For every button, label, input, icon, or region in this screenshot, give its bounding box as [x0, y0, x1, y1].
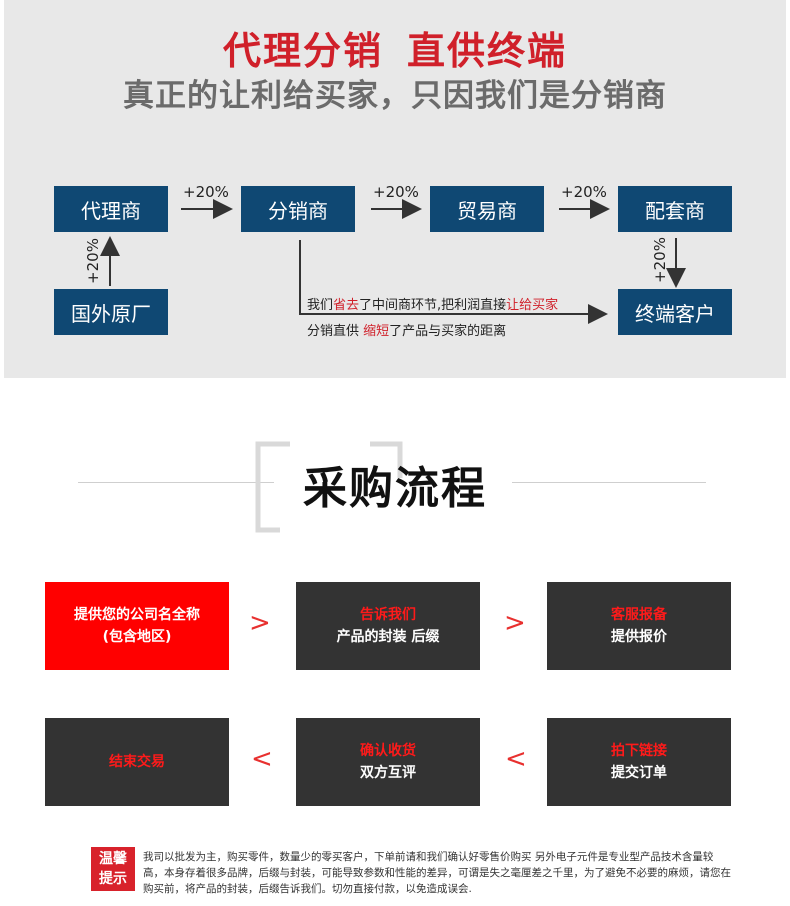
note-saving: 我们省去了中间商环节,把利润直接让给买家 [307, 294, 558, 313]
section-title: 采购流程 [303, 463, 487, 514]
flow-connectors [100, 199, 686, 324]
headline-left: 代理分销 [222, 29, 383, 73]
chevron-left-icon: < [505, 744, 527, 774]
step-detail: 提供报价 [611, 629, 667, 645]
step-detail: (包含地区) [102, 629, 172, 645]
step-provide-company: 提供您的公司名全称 (包含地区) [45, 582, 229, 670]
note-text: 了中间商环节,把利润直接 [359, 298, 507, 313]
step-detail: 双方互评 [360, 765, 416, 781]
step-place-order: 拍下链接 提交订单 [547, 718, 731, 806]
note-highlight: 让给买家 [506, 298, 559, 313]
markup-label-vertical: +20% [650, 237, 669, 283]
headline: 代理分销直供终端 [0, 20, 790, 75]
step-title: 确认收货 [360, 743, 416, 759]
node-supplier: 配套商 [618, 186, 732, 232]
step-finish-trade: 结束交易 [45, 718, 229, 806]
node-distributor: 分销商 [241, 186, 355, 232]
markup-label: +20% [183, 183, 229, 201]
notice-badge: 温馨 提示 [91, 847, 135, 891]
markup-label: +20% [561, 183, 607, 201]
chevron-left-icon: < [251, 744, 273, 774]
chevron-right-icon: > [249, 608, 271, 638]
step-service-quote: 客服报备 提供报价 [547, 582, 731, 670]
step-title: 拍下链接 [611, 743, 667, 759]
node-end-customer: 终端客户 [618, 289, 732, 335]
step-title: 告诉我们 [360, 607, 416, 623]
step-title: 结束交易 [109, 754, 165, 770]
divider-left [78, 482, 274, 483]
note-highlight: 缩短 [363, 324, 390, 339]
node-trader: 贸易商 [430, 186, 544, 232]
headline-right: 直供终端 [407, 29, 568, 73]
step-tell-us: 告诉我们 产品的封装 后缀 [296, 582, 480, 670]
step-detail: 提交订单 [611, 765, 667, 781]
step-detail: 产品的封装 后缀 [336, 629, 440, 645]
arrow-distributor-customer [299, 240, 608, 324]
step-title: 提供您的公司名全称 [74, 607, 200, 623]
subheadline: 真正的让利给买家，只因我们是分销商 [123, 78, 667, 114]
note-highlight: 省去 [333, 298, 360, 313]
node-agent: 代理商 [54, 186, 168, 232]
note-text: 分销直供 [307, 324, 364, 339]
note-text: 了产品与买家的距离 [389, 324, 507, 339]
markup-label: +20% [373, 183, 419, 201]
divider-right [512, 482, 706, 483]
step-title: 客服报备 [611, 607, 667, 623]
badge-text: 温馨 [99, 851, 127, 867]
node-factory: 国外原厂 [54, 289, 168, 335]
step-confirm-receipt: 确认收货 双方互评 [296, 718, 480, 806]
title-frame [255, 441, 403, 533]
note-text: 我们 [307, 298, 334, 313]
chevron-right-icon: > [504, 608, 526, 638]
note-direct: 分销直供 缩短了产品与买家的距离 [307, 320, 506, 339]
notice-text: 我司以批发为主，购买零件，数量少的零买客户，下单前请和我们确认好零售价购买 另外… [143, 851, 731, 895]
markup-label-vertical: +20% [83, 238, 102, 284]
badge-text: 提示 [99, 871, 127, 887]
